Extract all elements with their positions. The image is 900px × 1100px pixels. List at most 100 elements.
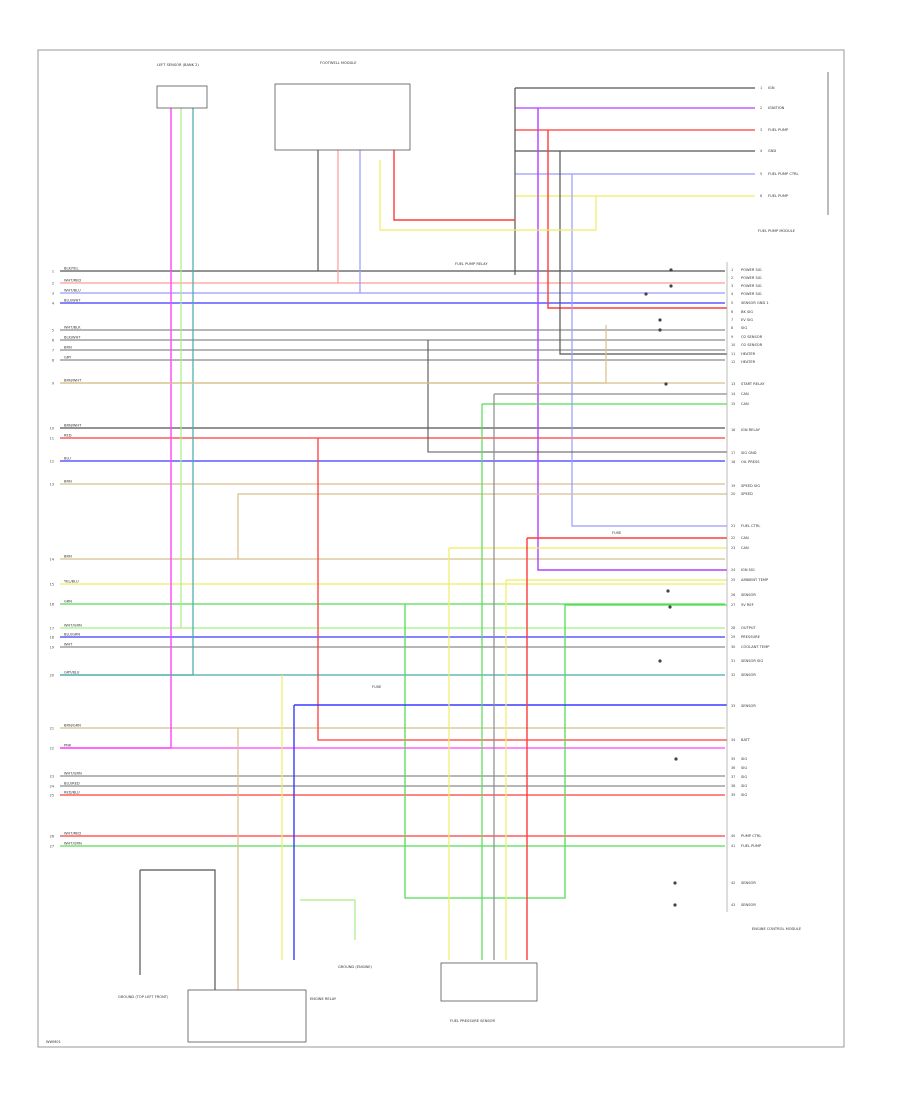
signal-label: FUEL PUMP [768, 128, 789, 132]
ecm-pin-number: 5 [731, 301, 733, 305]
wire-left-number: 3 [52, 292, 54, 296]
wire-left-label: WHT/BLU [64, 289, 81, 293]
ecm-pin-label: AMBIENT TEMP [741, 578, 769, 582]
ecm-pin-number: 18 [731, 460, 735, 464]
ecm-pin-label: SIG [741, 326, 747, 330]
signal-pin: 3 [760, 128, 762, 132]
ecm-pin-label: BATT [741, 738, 751, 742]
signal-pin: 2 [760, 106, 762, 110]
wire-left-label: RED [64, 434, 72, 438]
signal-label: IGN [768, 86, 775, 90]
ecm-pin-label: SENSOR [741, 704, 756, 708]
ecm-pin-label: IGN RELAY [741, 428, 761, 432]
wire-left-label: WHT/GRN [64, 624, 82, 628]
ecm-pin-number: 35 [731, 757, 735, 761]
wire-mid2 [60, 325, 607, 384]
ecm-pin-label: SIG [741, 766, 747, 770]
wire-left-number: 9 [52, 382, 54, 386]
wire-tan2 [237, 493, 727, 559]
ecm-pin-number: 43 [731, 903, 735, 907]
ecm-pin-number: 27 [731, 603, 735, 607]
ecm-pin-label: HEATER [741, 360, 756, 364]
wire-left-number: 1 [52, 270, 54, 274]
ecm-pin-number: 19 [731, 484, 735, 488]
wire-left-number: 12 [50, 460, 54, 464]
ecm-pin-label: SENSOR [741, 593, 756, 597]
wire-left-number: 22 [50, 747, 54, 751]
wire-left-label: BLK/YEL [64, 267, 79, 271]
signal-label: FUEL PUMP CTRL [768, 172, 799, 176]
footwell-module-label: FOOTWELL MODULE [320, 61, 357, 65]
fuel-pump-module-label: FUEL PUMP MODULE [758, 229, 796, 233]
wire-left-label: BRN [64, 555, 72, 559]
connector-icon [669, 284, 673, 288]
wire-left-label: WHT/RED [64, 832, 81, 836]
ecm-pin-number: 30 [731, 645, 735, 649]
wire-left-number: 21 [50, 727, 54, 731]
left-sensor-label: LEFT SENSOR (BANK 2) [157, 63, 199, 67]
ecm-pin-number: 17 [731, 451, 735, 455]
wire-left-label: GRY [64, 356, 72, 360]
signal-label: FUEL PUMP [768, 194, 789, 198]
wire-left-number: 13 [50, 483, 54, 487]
ecm-pin-number: 4 [731, 292, 733, 296]
connector-icon [658, 318, 662, 322]
ecm-pin-label: SENSOR GND 1 [741, 301, 769, 305]
ecm-pin-number: 15 [731, 402, 735, 406]
wire-left-label: BRN [64, 480, 72, 484]
ecm-pin-number: 14 [731, 392, 735, 396]
wire-left-number: 23 [50, 775, 54, 779]
ecm-pin-label: SIG [741, 784, 747, 788]
ecm-pin-number: 31 [731, 659, 735, 663]
components [156, 72, 829, 1043]
signal-pin: 5 [760, 172, 762, 176]
wire-lg2 [300, 899, 356, 940]
wire-left-number: 18 [50, 636, 54, 640]
wire-left-number: 27 [50, 845, 54, 849]
ecm-pin-number: 25 [731, 578, 735, 582]
wire-red2 [317, 438, 727, 741]
connector-icon [658, 328, 662, 332]
footwell-module-box [274, 83, 411, 151]
ecm-pin-label: BK SIG [741, 310, 753, 314]
wire-left-label: BRN/WHT [64, 379, 82, 383]
connector-icon [644, 292, 648, 296]
ecm-pin-number: 24 [731, 568, 735, 572]
ecm-pin-label: CAN [741, 402, 749, 406]
wire-left-label: GRY/BLU [64, 671, 80, 675]
ecm-pin-number: 6 [731, 310, 733, 314]
ecm-pin-number: 8 [731, 326, 733, 330]
ecm-pin-label: OIL PRESS [741, 460, 760, 464]
ecm-pin-label: SENSOR [741, 903, 756, 907]
wire-left-label: RED/BLU [64, 791, 80, 795]
wire-left-number: 5 [52, 329, 54, 333]
ecm-pin-number: 20 [731, 492, 735, 496]
ecm-pin-number: 10 [731, 343, 735, 347]
wire-left-number: 26 [50, 835, 54, 839]
wire-left-label: WHT/BLK [64, 326, 81, 330]
ecm-pin-label: SIG [741, 775, 747, 779]
wire-left-label: BLU/WHT [64, 299, 81, 303]
wire-left-number: 19 [50, 646, 54, 650]
connector-icon [664, 382, 668, 386]
ecm-pin-label: O2 SENSOR [741, 343, 763, 347]
ecm-pin-number: 2 [731, 276, 733, 280]
fuel-pressure-sensor-box [440, 962, 538, 1002]
engine-relay-box [187, 989, 307, 1043]
ecm-pin-number: 39 [731, 793, 735, 797]
connector-icon [658, 659, 662, 663]
ecm-pin-label: SIG [741, 757, 747, 761]
wire-left-label: GRN [64, 600, 72, 604]
ecm-pin-number: 42 [731, 881, 735, 885]
ecm-pin-number: 7 [731, 318, 733, 322]
ecm-pin-number: 22 [731, 536, 735, 540]
ecm-pin-number: 34 [731, 738, 735, 742]
wire-left-number: 4 [52, 302, 54, 306]
ecm-pin-label: SPEED SIG [741, 484, 760, 488]
ecm-pin-label: POWER SIG [741, 268, 762, 272]
connector-icon [673, 903, 677, 907]
ecm-pin-number: 11 [731, 352, 735, 356]
wire-left-number: 2 [52, 282, 54, 286]
ecm-pin-label: IGN SIG [741, 568, 755, 572]
